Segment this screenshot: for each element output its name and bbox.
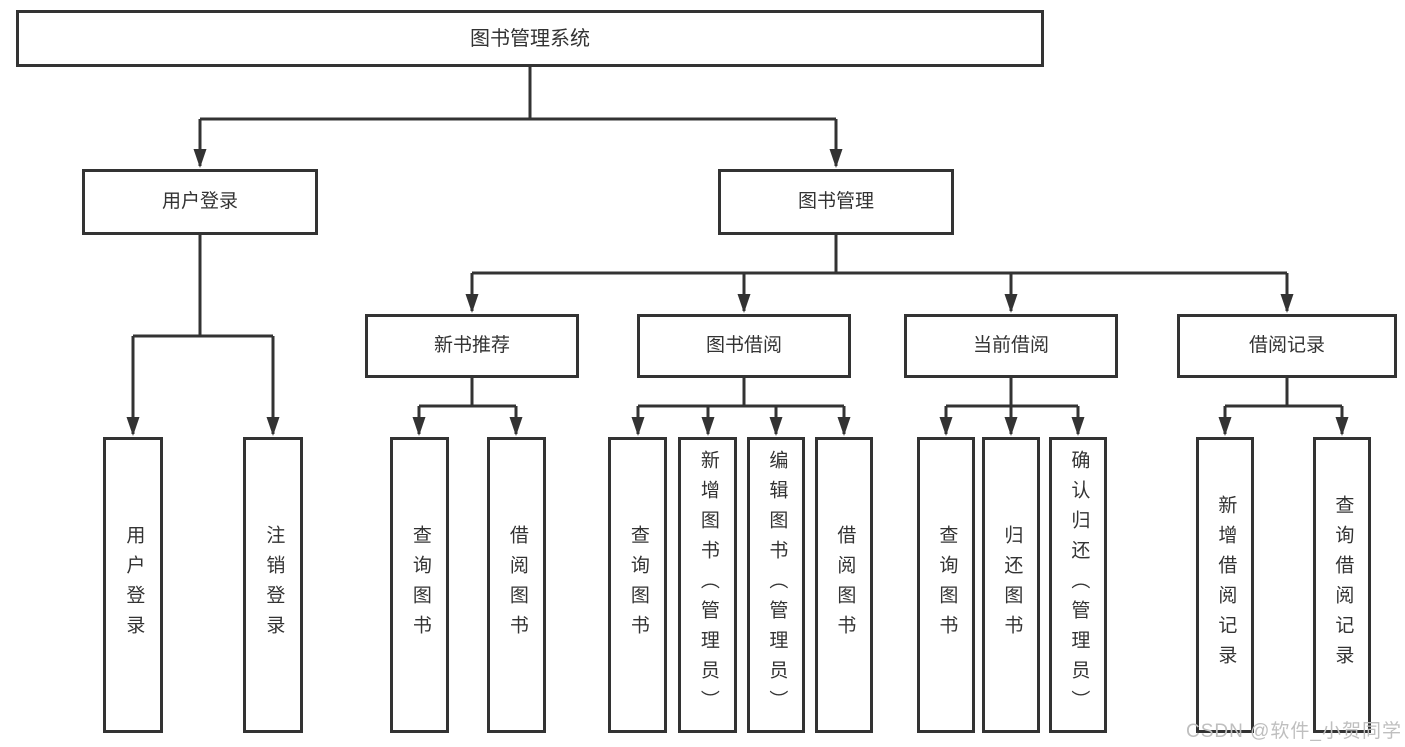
node-book-borrowing: 图书借阅 [637, 314, 851, 378]
connector-root-to-level2 [193, 67, 843, 168]
leaf-borrow-books-recommendation: 借阅图书 [487, 437, 546, 733]
leaf-add-book-admin: 新增图书（管理员） [678, 437, 737, 733]
connector-user-login-children [126, 235, 280, 436]
leaf-query-books-current: 查询图书 [917, 437, 975, 733]
leaf-return-books: 归还图书 [982, 437, 1040, 733]
node-new-book-recommendation: 新书推荐 [365, 314, 579, 378]
connector-borrowing-records-children [1218, 378, 1349, 436]
node-current-borrowing: 当前借阅 [904, 314, 1118, 378]
leaf-confirm-return-admin: 确认归还（管理员） [1049, 437, 1107, 733]
connector-book-borrowing-children [631, 378, 851, 436]
connector-book-management-children [465, 235, 1294, 313]
connector-new-book-recommendation-children [412, 378, 523, 436]
leaf-query-books-recommendation: 查询图书 [390, 437, 449, 733]
leaf-query-books-borrowing: 查询图书 [608, 437, 667, 733]
leaf-user-login: 用户登录 [103, 437, 163, 733]
node-user-login: 用户登录 [82, 169, 318, 235]
leaf-borrow-books-borrowing: 借阅图书 [815, 437, 873, 733]
node-book-management: 图书管理 [718, 169, 954, 235]
node-borrowing-records: 借阅记录 [1177, 314, 1397, 378]
leaf-edit-book-admin: 编辑图书（管理员） [747, 437, 805, 733]
leaf-logout: 注销登录 [243, 437, 303, 733]
csdn-watermark: CSDN @软件_小贺同学 [1186, 721, 1402, 742]
leaf-add-borrowing-record: 新增借阅记录 [1196, 437, 1254, 733]
connector-current-borrowing-children [939, 378, 1085, 436]
node-library-management-system: 图书管理系统 [16, 10, 1044, 67]
leaf-query-borrowing-record: 查询借阅记录 [1313, 437, 1371, 733]
